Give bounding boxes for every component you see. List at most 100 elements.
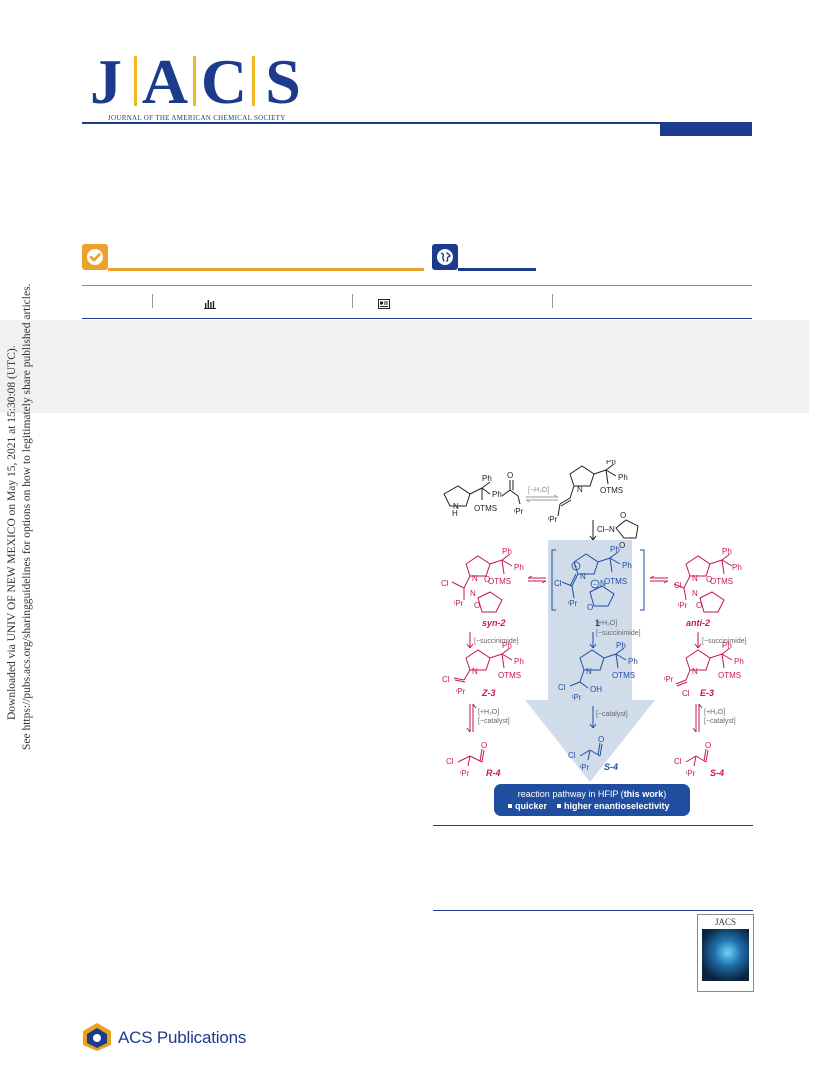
syn-2-label: syn-2 bbox=[482, 618, 506, 628]
enamine-ipr: ᶦPr bbox=[548, 515, 558, 524]
equilibrium-arrow-left bbox=[527, 575, 547, 584]
bar-chart-icon[interactable] bbox=[204, 296, 216, 309]
cover-title: JACS bbox=[714, 917, 736, 927]
intermediate-1-structure bbox=[551, 549, 645, 611]
intermediate-1-n1: N bbox=[580, 572, 586, 581]
s-4-right-label: S-4 bbox=[710, 768, 724, 778]
banner-line1: reaction pathway in HFIP (this work) bbox=[518, 789, 666, 799]
svg-text:+: + bbox=[574, 564, 578, 571]
anti-2-n1: N bbox=[692, 574, 698, 583]
ncs-structure bbox=[615, 519, 639, 539]
acs-publications-text: ACS Publications bbox=[118, 1028, 247, 1047]
equilibrium-arrow-right bbox=[649, 575, 669, 584]
logo-separator bbox=[193, 56, 196, 106]
metrics-divider bbox=[152, 294, 153, 308]
equilibrium-arrow-top bbox=[525, 494, 559, 503]
s-4-right-structure bbox=[685, 748, 709, 767]
catalyst-h: H bbox=[452, 509, 458, 518]
hemiaminal-oh: OH bbox=[590, 685, 602, 694]
intermediate-1-otms: OTMS bbox=[604, 577, 627, 586]
syn-2-structure bbox=[451, 553, 513, 613]
e-3-structure bbox=[675, 647, 733, 687]
enamine-structure bbox=[557, 463, 617, 517]
e-minus-catalyst: [−catalyst] bbox=[704, 718, 736, 725]
intermediate-1-ph2: Ph bbox=[622, 561, 632, 570]
metrics-divider bbox=[352, 294, 353, 308]
logo-separator bbox=[134, 56, 137, 106]
e-3-ph1: Ph bbox=[722, 641, 732, 650]
anti-2-n2: N bbox=[692, 589, 698, 598]
z-3-structure bbox=[453, 647, 513, 683]
r-4-cl: Cl bbox=[446, 757, 454, 766]
journal-cover-thumbnail[interactable]: JACS bbox=[697, 914, 754, 992]
enamine-ph2: Ph bbox=[618, 473, 628, 482]
enamine-ph1: Ph bbox=[606, 460, 616, 466]
catalyst-n: N bbox=[453, 502, 459, 511]
intermediate-1-ipr: ᶦPr bbox=[568, 599, 578, 608]
intermediate-1-cl: Cl bbox=[554, 579, 562, 588]
access-rule bbox=[108, 268, 424, 271]
intermediate-1-o: O bbox=[587, 603, 593, 612]
syn-2-o2: O bbox=[484, 575, 490, 584]
logo-letter-c: C bbox=[200, 46, 248, 117]
e-3-cl: Cl bbox=[682, 689, 690, 698]
logo-letter-a: A bbox=[141, 46, 189, 117]
z-3-cl: Cl bbox=[442, 675, 450, 684]
check-circle-icon[interactable] bbox=[82, 244, 108, 270]
syn-2-ipr: ᶦPr bbox=[454, 599, 464, 608]
acs-publications-logo[interactable]: ACS Publications bbox=[80, 1022, 246, 1056]
logo-letter-s: S bbox=[265, 46, 301, 117]
article-type-bar bbox=[660, 124, 752, 136]
enamine-n: N bbox=[577, 485, 583, 494]
journal-logo[interactable]: J A C S JOURNAL OF THE AMERICAN CHEMICAL… bbox=[82, 46, 312, 124]
syn-2-cl: Cl bbox=[441, 579, 449, 588]
hemiaminal-ipr: ᶦPr bbox=[572, 693, 582, 702]
logo-separator bbox=[252, 56, 255, 106]
anti-minus-succinimide: [−succinimide] bbox=[702, 638, 747, 645]
r-4-o: O bbox=[481, 741, 487, 750]
globe-icon[interactable] bbox=[432, 244, 458, 270]
download-notice-line1: Downloaded via UNIV OF NEW MEXICO on May… bbox=[6, 345, 18, 720]
e-3-ph2: Ph bbox=[734, 657, 744, 666]
anti-2-o2: O bbox=[706, 575, 712, 584]
ncs-o2: O bbox=[619, 541, 625, 550]
ncs-o1: O bbox=[620, 511, 626, 520]
s-4-center-structure bbox=[579, 742, 603, 761]
banner-item-quicker: quicker bbox=[515, 801, 548, 811]
s-4-center-label: S-4 bbox=[604, 762, 618, 772]
cover-top-rule bbox=[433, 910, 753, 911]
banner-item-enantioselectivity: higher enantioselectivity bbox=[564, 801, 670, 811]
z-3-label: Z-3 bbox=[481, 688, 496, 698]
hemiaminal-n: N bbox=[586, 667, 592, 676]
e-3-ipr: ᶦPr bbox=[664, 675, 674, 684]
journal-subtitle: JOURNAL OF THE AMERICAN CHEMICAL SOCIETY bbox=[108, 114, 286, 122]
anti-2-cl: Cl bbox=[674, 581, 682, 590]
ncs-label: Cl–N bbox=[597, 525, 615, 534]
hfip-banner bbox=[494, 784, 690, 816]
z-3-n: N bbox=[472, 667, 478, 676]
e-plus-h2o: [+H₂O] bbox=[704, 709, 725, 716]
z-3-ipr: ᶦPr bbox=[456, 687, 466, 696]
z-3-ph2: Ph bbox=[514, 657, 524, 666]
syn-minus-succinimide: [−succinimide] bbox=[474, 638, 519, 645]
svg-text:−: − bbox=[593, 582, 597, 589]
catalyst-structure bbox=[443, 480, 521, 507]
syn-2-otms: OTMS bbox=[488, 577, 511, 586]
r-4-structure bbox=[457, 748, 485, 767]
z-minus-catalyst: [−catalyst] bbox=[478, 718, 510, 725]
hemiaminal-otms: OTMS bbox=[612, 671, 635, 680]
e-3-n: N bbox=[692, 667, 698, 676]
open-access-rule bbox=[458, 268, 536, 271]
scheme-svg: H N Ph Ph OTMS O ᶦPr [−H₂O] N Ph Ph OTMS… bbox=[441, 457, 747, 816]
anti-2-label: anti-2 bbox=[686, 618, 710, 628]
syn-2-n1: N bbox=[472, 574, 478, 583]
anti-2-ipr: ᶦPr bbox=[678, 601, 688, 610]
metrics-divider bbox=[552, 294, 553, 308]
z-3-ph1: Ph bbox=[502, 641, 512, 650]
anti-2-ph1: Ph bbox=[722, 547, 732, 556]
water-loss-label: [−H₂O] bbox=[528, 487, 549, 494]
article-icon[interactable] bbox=[378, 296, 390, 309]
center-plus-h2o: [+H₂O] bbox=[596, 620, 617, 627]
catalyst-otms: OTMS bbox=[474, 504, 497, 513]
r-4-label: R-4 bbox=[486, 768, 501, 778]
